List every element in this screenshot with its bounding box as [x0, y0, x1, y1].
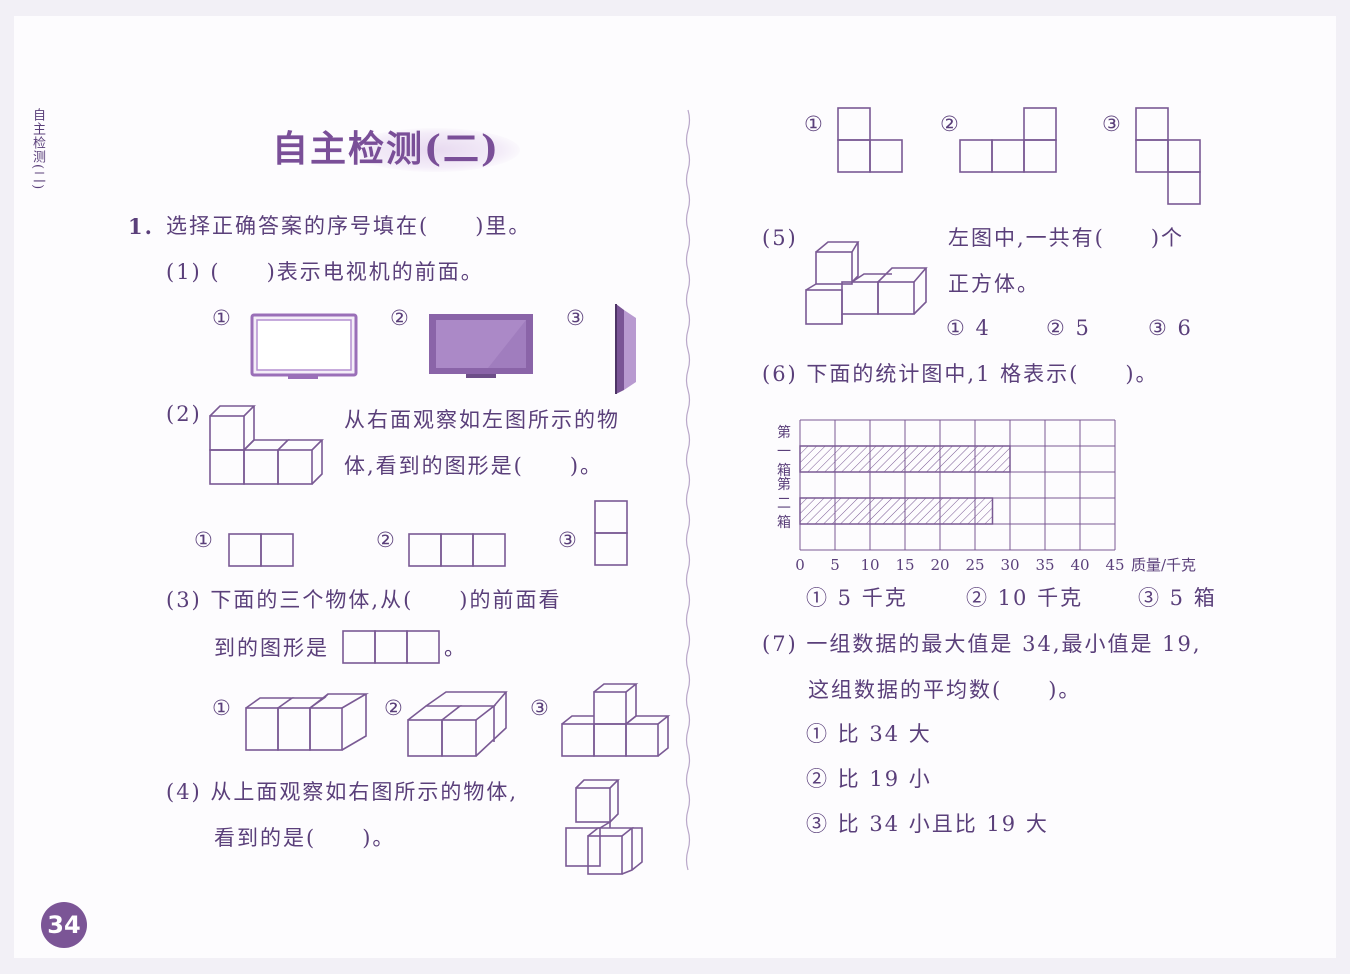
tv-side-view	[615, 304, 636, 394]
part2-text-line1: 从右面观察如左图所示的物	[344, 408, 620, 432]
part5-text-line1: 左图中,一共有( )个	[948, 226, 1185, 250]
part4-cube-figure	[565, 779, 643, 875]
part3-option3-label: ③	[530, 696, 551, 720]
part5-text-line2: 正方体。	[948, 272, 1040, 296]
part1-option1-label: ①	[212, 306, 233, 330]
part2-option2-shape	[408, 533, 506, 567]
title-swoosh	[350, 128, 520, 172]
part5-option2: ② 5	[1046, 316, 1091, 340]
x-tick-label: 30	[1000, 556, 1019, 574]
part6-prompt: (6) 下面的统计图中,1 格表示( )。	[762, 362, 1159, 386]
part2-option1-shape	[228, 533, 294, 567]
tv-front-outline	[250, 313, 358, 379]
part3-option1-label: ①	[212, 696, 233, 720]
bar-1	[799, 445, 1011, 473]
part4-text-line1: (4) 从上面观察如右图所示的物体,	[166, 780, 519, 804]
part3-text-end: 。	[444, 636, 467, 660]
part4-option3-label: ③	[1102, 112, 1123, 136]
part5-option1: ① 4	[946, 316, 991, 340]
category-label-char: 第	[777, 424, 791, 441]
page-divider	[685, 109, 691, 871]
x-tick-label: 10	[860, 556, 879, 574]
part3-text-line2: 到的图形是	[214, 636, 329, 660]
tv-front-screen	[429, 314, 533, 378]
part3-text-line1: (3) 下面的三个物体,从( )的前面看	[166, 588, 562, 612]
part7-text-line1: (7) 一组数据的最大值是 34,最小值是 19,	[762, 632, 1202, 656]
part5-label: (5)	[762, 226, 798, 250]
category-label-char: 箱	[777, 515, 791, 531]
x-tick-label: 45	[1105, 556, 1124, 574]
category-label-char: 一	[777, 444, 791, 460]
category-label-char: 第	[777, 476, 791, 493]
question-number: 1.	[128, 214, 154, 239]
part2-label: (2)	[166, 402, 202, 426]
worksheet-page	[14, 16, 1336, 958]
category-label-char: 箱	[777, 463, 791, 479]
page-number: 34	[41, 902, 87, 948]
chart-grid	[799, 419, 1116, 551]
part2-option2-label: ②	[376, 528, 397, 552]
chart-bars	[799, 445, 1011, 525]
part1-option3-label: ③	[566, 306, 587, 330]
part2-option3-shape	[594, 500, 628, 566]
side-label: 自主检测(二)	[30, 108, 45, 191]
chart-x-tick-labels: 0 5 10 15 20 25 30 35 40 45	[795, 556, 1124, 574]
part7-option3: ③ 比 34 小且比 19 大	[806, 812, 1049, 836]
bar-2	[799, 497, 994, 525]
chart-x-axis-label: 质量/千克	[1131, 556, 1196, 574]
part4-text-line2: 看到的是( )。	[214, 826, 396, 850]
part3-option2-figure	[407, 691, 508, 757]
part4-option1-shape	[837, 107, 903, 173]
x-tick-label: 15	[895, 556, 914, 574]
part4-option1-label: ①	[804, 112, 825, 136]
part3-target-shape	[342, 630, 440, 664]
part2-option1-label: ①	[194, 528, 215, 552]
page-title: 自主检测(二)	[272, 128, 501, 170]
part6-option2: ② 10 千克	[966, 586, 1084, 610]
x-tick-label: 40	[1070, 556, 1089, 574]
question-instruction: 选择正确答案的序号填在( )里。	[166, 214, 532, 238]
part5-cube-figure	[805, 241, 928, 325]
part3-option1-figure	[245, 693, 369, 751]
part3-option2-label: ②	[384, 696, 405, 720]
x-tick-label: 0	[795, 556, 805, 574]
part4-option2-shape	[959, 107, 1057, 173]
part7-text-line2: 这组数据的平均数( )。	[808, 678, 1082, 702]
part3-option3-figure	[561, 683, 671, 757]
x-tick-label: 35	[1035, 556, 1054, 574]
part2-option3-label: ③	[558, 528, 579, 552]
part4-option3-shape	[1135, 107, 1201, 205]
part6-option3: ③ 5 箱	[1138, 586, 1217, 610]
x-tick-label: 5	[830, 556, 840, 574]
part5-option3: ③ 6	[1148, 316, 1193, 340]
x-tick-label: 20	[930, 556, 949, 574]
category-label-char: 二	[777, 496, 791, 512]
part7-option1: ① 比 34 大	[806, 722, 932, 746]
part7-option2: ② 比 19 小	[806, 767, 932, 791]
part1-option2-label: ②	[390, 306, 411, 330]
part1-prompt: (1) ( )表示电视机的前面。	[166, 260, 484, 284]
part2-text-line2: 体,看到的图形是( )。	[344, 454, 604, 478]
part6-option1: ① 5 千克	[806, 586, 908, 610]
part2-cube-figure	[209, 405, 324, 485]
part4-option2-label: ②	[940, 112, 961, 136]
x-tick-label: 25	[965, 556, 984, 574]
